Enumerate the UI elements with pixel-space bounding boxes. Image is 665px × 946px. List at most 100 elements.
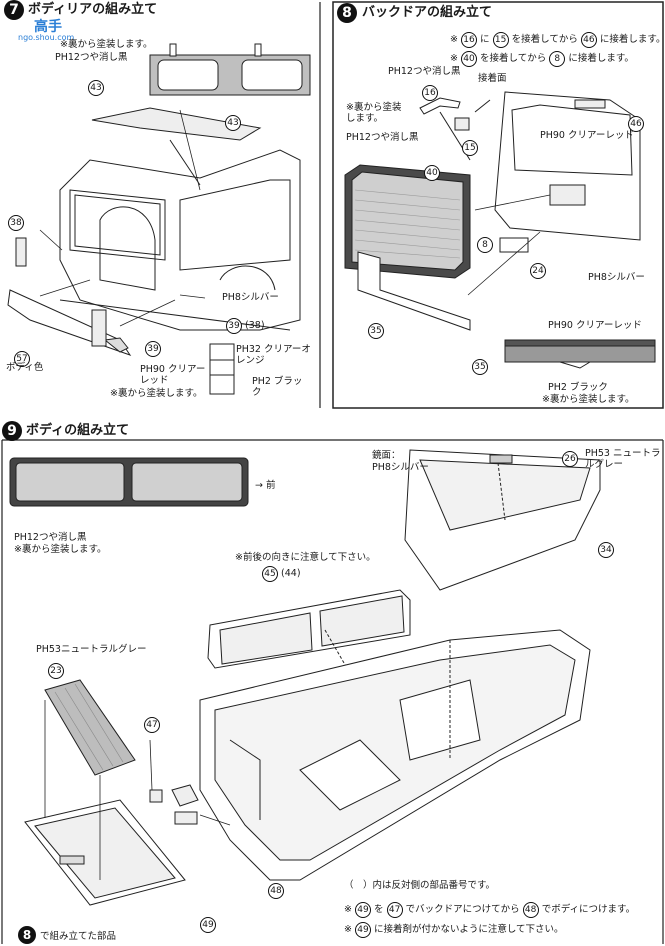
part-number-circle: 40 [461,51,477,67]
step9-neutral-gray-label: PH53 ニュートラルグレー [585,448,661,470]
part-number-circle: 46 [628,116,644,132]
step7-part-38: 38 [8,210,24,231]
step9-part-45-ref: 45 (44) [262,566,301,582]
step7-silver-paint-label: PH8シルバー [222,292,279,303]
step7-lamp-part-refs: 39 (38) [226,318,265,334]
step7-number-badge: 7 [4,0,24,20]
part-number-circle: 35 [368,323,384,339]
step8-part-46: 46 [628,111,644,132]
step8-arrows [467,194,551,296]
step7-part-57: 57 [14,346,30,367]
step9-title: ボディの組み立て [26,423,130,438]
step8-note-1: ※ 16 に 15 を接着してから 46 に接着します。 [450,32,665,48]
part-number-circle: 46 [580,32,597,48]
part-number-circle: 8 [477,237,493,253]
step8-panel-border [332,1,664,409]
step9-mirror-face-label: 鏡面： [372,450,401,461]
step7-title: ボディリアの組み立て [28,2,158,17]
step9-gloss-black-label: PH12つや消し黒 [14,532,87,543]
step8-note-2: ※ 40 を接着してから 8 に接着します。 [450,51,634,67]
part-number-circle: 34 [598,542,614,558]
note-text: を接着してから [511,34,578,45]
step8-back-door-drawing [474,91,641,241]
step8-lamp-bar-detail [504,339,656,369]
part-number-circle: 48 [268,883,284,899]
step9-silver-label: PH8シルバー [372,462,429,473]
step8-gloss-black-label-2: PH12つや消し黒 [346,132,419,143]
step9-arrows [44,700,231,880]
part-number-circle: 16 [461,32,477,48]
step9-back-door-assembly-drawing [24,784,199,906]
footer-assembled-parts-label: で組み立てた部品 [40,931,117,942]
note-text: を接着してから [480,53,547,64]
part-number-circle: 45 [262,566,278,582]
step7-clear-orange-label: PH32 クリアーオレンジ [236,344,311,366]
step8-clear-red-label: PH90 クリアーレッド [540,130,634,141]
part-number-circle: 49 [355,922,371,938]
step8-wiper-drawing [419,97,471,161]
step7-paint-back-note-2: ※裏から塗装します。 [110,388,203,399]
note-text: に接着します。 [599,34,665,45]
watermark-domain: ngo.shou.com [18,33,75,42]
step7-opposite-part-ref: (38) [245,320,265,331]
step8-part-40: 40 [424,160,440,181]
step7-part-43-spoiler: 43 [225,110,241,131]
step8-part-35: 35 [368,318,384,339]
step9-legend-1: （ ）内は反対側の部品番号です。 [344,880,496,891]
step8-part-15: 15 [462,135,478,156]
footer-step-badge: 8 [18,926,36,944]
step9-front-arrow-label: → 前 [255,480,276,491]
note-text: でボディにつけます。 [541,904,636,915]
part-number-circle: 24 [530,263,546,279]
step7-van-body-drawing [59,107,301,331]
step9-part-49: 49 [200,912,216,933]
step9-orientation-note: ※前後の向きに注意して下さい。 [235,552,376,563]
part-number-circle: 43 [88,80,104,96]
step8-black-label: PH2 ブラック [548,382,608,393]
step8-part-24: 24 [530,258,546,279]
step9-opposite-part-ref: (44) [281,568,301,579]
step7-black-label: PH2 ブラック [252,376,303,398]
part-number-circle: 40 [424,165,440,181]
part-number-circle: 38 [8,215,24,231]
step9-number-badge: 9 [2,421,22,441]
step7-paint-back-note: ※裏から塗装します。 [60,39,153,50]
step9-part-23: 23 [48,658,64,679]
step9-part-47: 47 [144,712,160,733]
step8-paint-back-note: ※裏から塗装します。 [346,102,402,124]
step8-title: バックドアの組み立て [362,5,493,20]
part-number-circle: 15 [462,140,478,156]
step8-rear-window-drawing [344,164,471,279]
note-text: に接着剤が付かないように注意して下さい。 [374,924,564,935]
part-number-circle: 47 [144,717,160,733]
step7-clear-red-label: PH90 クリアーレッド [140,364,206,386]
step8-gloss-black-label: PH12つや消し黒 [388,66,461,77]
step9-legend-2: ※ 49 を 47 でバックドアにつけてから 48 でボディにつけます。 [344,902,635,918]
step9-neutral-gray-label-2: PH53ニュートラルグレー [36,644,147,655]
step7-part-43-glass: 43 [88,75,104,96]
step9-paint-back-note: ※裏から塗装します。 [14,544,107,555]
step8-silver-label: PH8シルバー [588,272,645,283]
step8-adhesive-face-label: 接着面 [478,73,507,84]
step8-paint-back-note-2: ※裏から塗装します。 [542,394,635,405]
step7-arrows [39,109,206,327]
note-text: に接着します。 [568,53,634,64]
step9-part-34: 34 [598,537,614,558]
step9-body-shell-drawing [199,629,591,881]
step7-tail-lamp-drawing [15,237,235,395]
part-number-circle: 57 [14,351,30,367]
step9-side-window-45-drawing [207,589,411,761]
step7-glass-paint-label: PH12つや消し黒 [55,52,128,63]
part-number-circle: 35 [472,359,488,375]
part-number-circle: 8 [549,51,566,67]
step9-part-26: 26 [562,446,578,467]
step9-part-48: 48 [268,878,284,899]
part-number-circle: 16 [422,85,438,101]
part-number-circle: 26 [562,451,578,467]
step7-part-39: 39 [145,336,161,357]
part-number-circle: 39 [226,318,242,334]
note-text: を [374,904,384,915]
step9-legend-3: ※ 49 に接着剤が付かないように注意して下さい。 [344,922,564,938]
